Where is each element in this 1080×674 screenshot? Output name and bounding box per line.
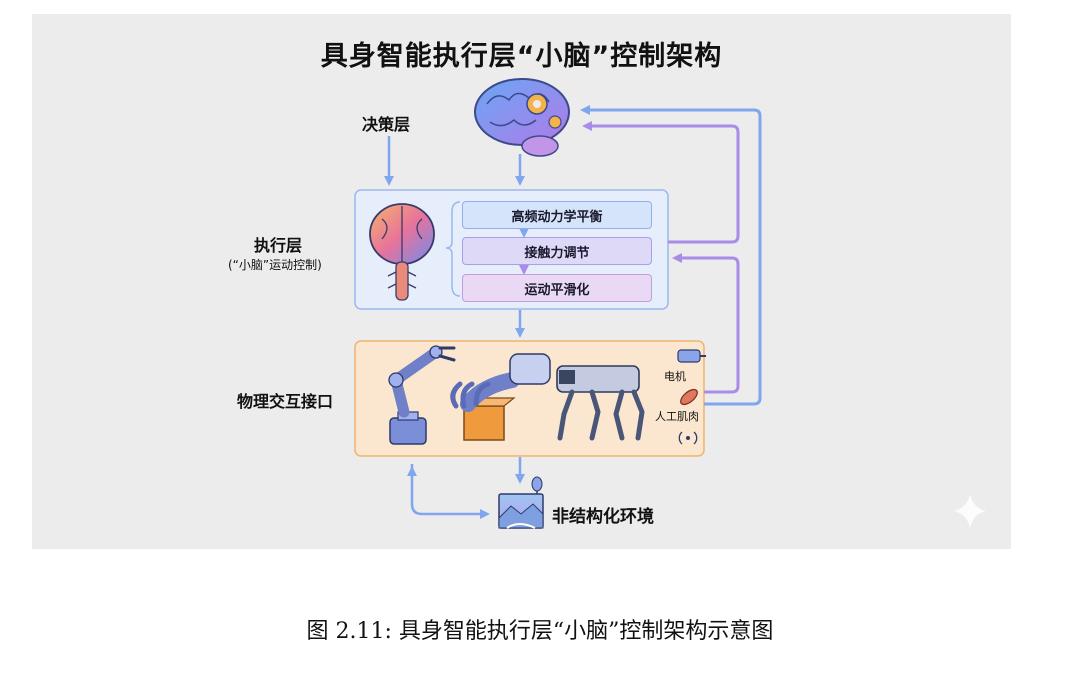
execution-layer-sublabel: (“小脑”运动控制) [228, 258, 322, 272]
decision-layer-label: 决策层 [362, 115, 411, 134]
stage-dynamics-balance: 高频动力学平衡 [462, 201, 652, 229]
brain-gear-icon [474, 78, 570, 157]
figure-caption: 图 2.11: 具身智能执行层“小脑”控制架构示意图 [306, 619, 774, 644]
sparkle-icon [954, 494, 986, 528]
stage-contact-force: 接触力调节 [462, 237, 652, 265]
quadruped-robot-icon [556, 365, 645, 441]
artificial-muscle-icon [680, 388, 698, 406]
robot-hand-icon [450, 353, 551, 441]
figure-title: 具身智能执行层“小脑”控制架构 [320, 41, 723, 72]
env-loop-arrow [410, 464, 490, 519]
stage-brace [445, 201, 461, 297]
feedback-loop-outer [580, 105, 762, 406]
motor-icon [677, 349, 706, 363]
cerebellum-icon [369, 203, 435, 301]
feedback-loop-inner [672, 253, 740, 394]
wireless-signal-icon [678, 431, 698, 445]
environment-label: 非结构化环境 [552, 507, 654, 527]
artificial-muscle-label: 人工肌肉 [655, 410, 699, 423]
execution-layer-label: 执行层 [254, 236, 303, 255]
motor-label: 电机 [664, 370, 686, 383]
robot-arm-icon [388, 345, 456, 445]
landscape-icon [498, 476, 544, 529]
stage-motion-smoothing: 运动平滑化 [462, 274, 652, 302]
physical-interface-label: 物理交互接口 [237, 392, 334, 411]
feedback-loop-brain [582, 121, 740, 244]
architecture-figure: 具身智能执行层“小脑”控制架构 决策层 执行层 (“小脑”运动控制) 物理交互接… [32, 14, 1011, 549]
